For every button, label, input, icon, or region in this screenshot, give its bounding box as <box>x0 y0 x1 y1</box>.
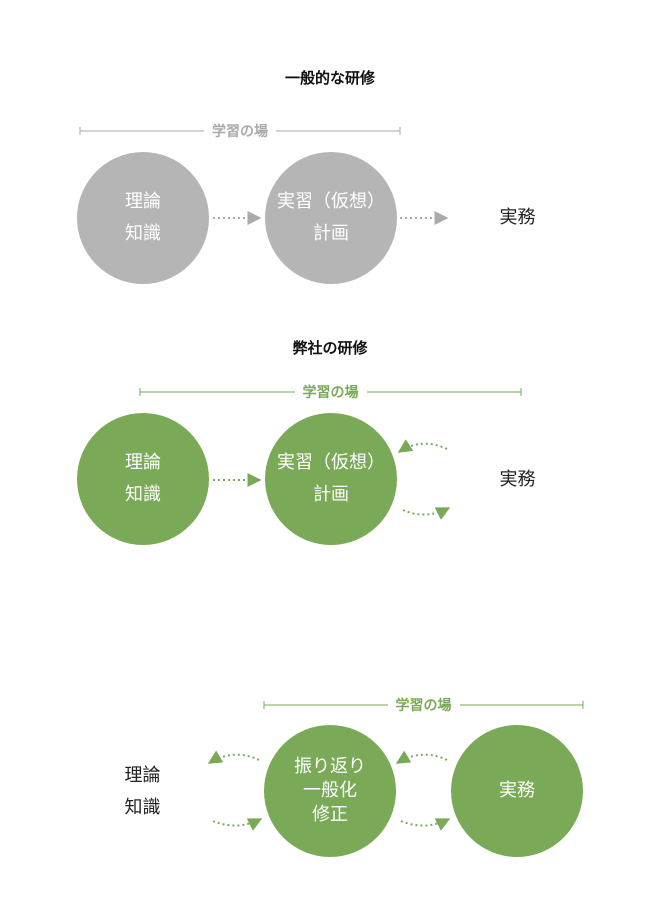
section2-practice-line1: 実習（仮想） <box>277 452 385 473</box>
section1-practice-line2: 計画 <box>313 223 349 244</box>
section3-arrow-theory-to-reflect <box>212 818 263 831</box>
section3-bracket-label: 学習の場 <box>387 698 460 714</box>
section3-arrow-reflect-to-work <box>400 818 451 831</box>
section2-theory-line1: 理論 <box>125 452 161 473</box>
section1-practice-circle: 実習（仮想） 計画 <box>265 152 397 284</box>
section1-bracket-label: 学習の場 <box>204 124 276 140</box>
section2-work-label: 実務 <box>499 469 536 490</box>
section3-reflect-circle: 振り返り 一般化 修正 <box>264 725 396 857</box>
section3-theory-line1: 理論 <box>124 765 161 786</box>
section1-theory-line2: 知識 <box>125 223 161 244</box>
section3-theory-line2: 知識 <box>124 797 161 818</box>
section3-arrow-reflect-to-theory <box>207 750 260 764</box>
section3-reflect-line2: 一般化 <box>303 780 357 801</box>
section2-title: 弊社の研修 <box>292 339 368 357</box>
section3-reflect-line3: 修正 <box>312 804 348 825</box>
section1-theory-circle: 理論 知識 <box>77 152 209 284</box>
section3-arrow-work-to-reflect <box>395 750 448 764</box>
section3-reflect-line1: 振り返り <box>294 756 366 777</box>
section3-work-label: 実務 <box>499 780 535 801</box>
section2-theory-circle: 理論 知識 <box>77 413 209 545</box>
section2-practice-line2: 計画 <box>313 484 349 505</box>
section1-theory-line1: 理論 <box>125 191 161 212</box>
section2-arrow-practice-to-work <box>402 507 451 520</box>
section2-arrow-work-to-practice <box>397 439 448 453</box>
section3-theory-label: 理論 知識 <box>95 760 190 824</box>
section1-work-label: 実務 <box>499 207 536 228</box>
section2-practice-circle: 実習（仮想） 計画 <box>265 413 397 545</box>
section2-bracket-label: 学習の場 <box>294 385 367 401</box>
section3-work-circle: 実務 <box>451 725 583 857</box>
section2-theory-line2: 知識 <box>125 484 161 505</box>
section1-practice-line1: 実習（仮想） <box>277 191 385 212</box>
section1-title: 一般的な研修 <box>284 69 375 87</box>
